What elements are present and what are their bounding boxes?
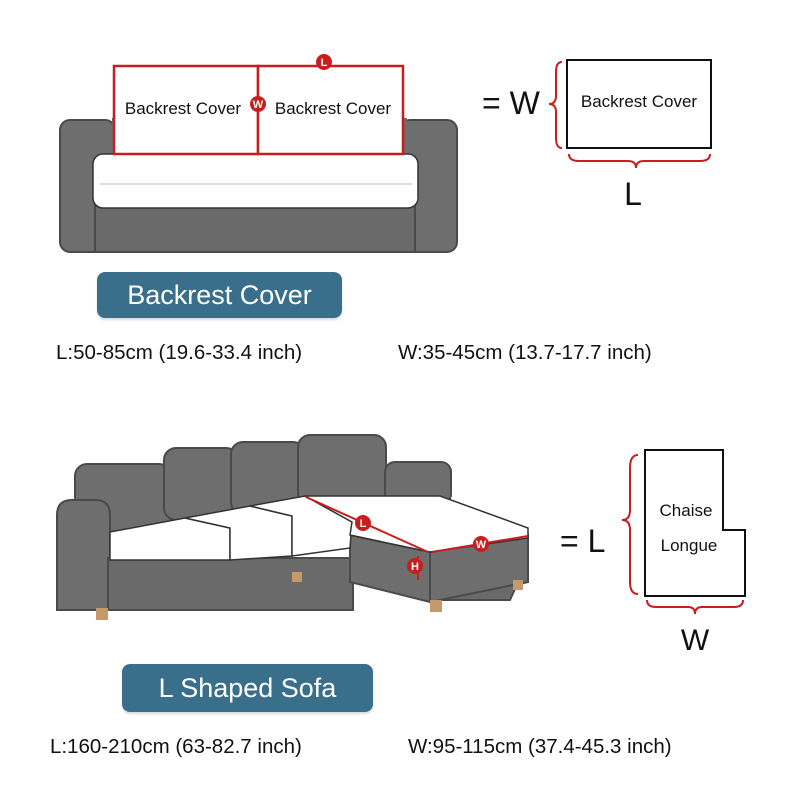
- svg-text:W: W: [253, 99, 264, 111]
- lshape-width-measure: W:95-115cm (37.4-45.3 inch): [408, 735, 672, 758]
- sofa-leg: [430, 600, 442, 612]
- chaise-shape: [644, 449, 746, 597]
- svg-text:L: L: [360, 518, 367, 530]
- back-cushion: [163, 447, 239, 521]
- chaise-shape-label-line2: Longue: [661, 536, 718, 555]
- equals-length-label: = L: [560, 523, 605, 559]
- svg-text:L: L: [321, 57, 328, 69]
- backrest-cover-shape-label: Backrest Cover: [581, 92, 698, 111]
- lshape-length-measure: L:160-210cm (63-82.7 inch): [50, 735, 302, 758]
- backrest-cover-shape: [566, 59, 712, 149]
- length-brace: [621, 454, 639, 595]
- lshape-left-arm: [56, 499, 111, 611]
- backrest-length-measure: L:50-85cm (19.6-33.4 inch): [56, 341, 303, 364]
- width-marker: [250, 96, 266, 112]
- width-brace: [646, 599, 744, 615]
- sofa-leg: [96, 608, 108, 620]
- back-cushion: [297, 434, 387, 506]
- backrest-dimension-diagram: = W Backrest Cover L: [482, 59, 712, 212]
- backrest-cover-left: [112, 64, 260, 156]
- sofa-illustration: Backrest Cover Backrest Cover L W: [59, 54, 458, 253]
- equals-width-label: = W: [482, 85, 541, 121]
- length-marker: [355, 515, 371, 531]
- backrest-cover-badge: Backrest Cover: [97, 272, 342, 318]
- sofa-leg: [292, 572, 302, 582]
- length-brace: [568, 153, 711, 169]
- lshape-sofa-badge: L Shaped Sofa: [122, 664, 373, 712]
- svg-text:H: H: [411, 561, 419, 573]
- chaise-dimension-diagram: = L Chaise Longue W: [560, 449, 746, 657]
- svg-text:W: W: [476, 539, 487, 551]
- sofa-leg: [513, 580, 523, 590]
- seat-cushion: [92, 153, 419, 209]
- backrest-cover-label-left: Backrest Cover: [125, 99, 242, 118]
- height-marker: [407, 558, 423, 574]
- width-brace: [548, 61, 563, 149]
- lshape-sofa-illustration: L W H: [56, 434, 529, 620]
- backrest-width-measure: W:35-45cm (13.7-17.7 inch): [398, 341, 652, 364]
- length-marker: [316, 54, 332, 70]
- chaise-shape-label-line1: Chaise: [660, 501, 713, 520]
- dimension-length-label: L: [624, 176, 642, 212]
- lshape-base: [107, 557, 354, 611]
- backrest-cover-label-right: Backrest Cover: [275, 99, 392, 118]
- dimension-width-label: W: [681, 624, 710, 657]
- width-marker: [473, 536, 489, 552]
